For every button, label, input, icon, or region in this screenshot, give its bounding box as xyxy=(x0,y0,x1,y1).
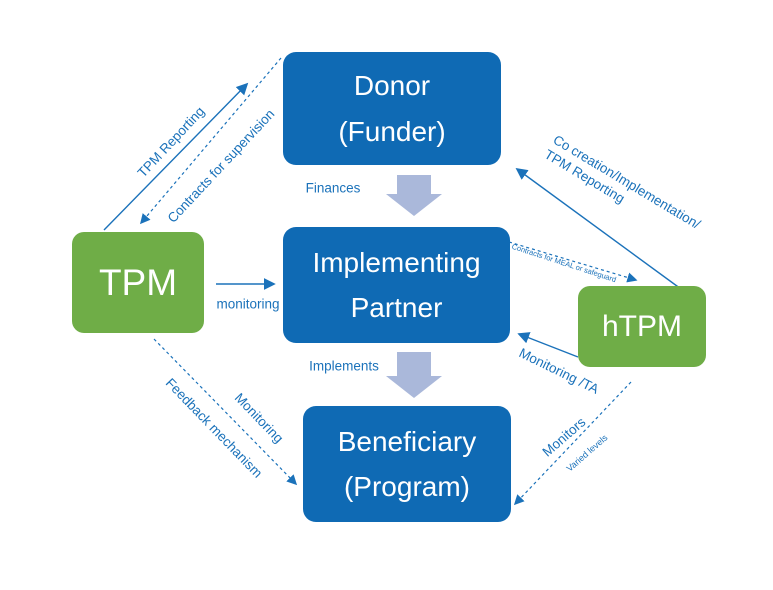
edge-label-monitoring-tpm-to-ip: monitoring xyxy=(216,296,280,312)
node-tpm-label: TPM xyxy=(98,261,178,303)
arrow-htpm-to-donor xyxy=(515,167,682,290)
edge-label-implements: Implements xyxy=(309,358,379,374)
arrow-htpm-to-beneficiary-dashed xyxy=(513,381,632,506)
node-implementing-partner: Implementing Partner xyxy=(283,227,510,343)
node-tpm: TPM xyxy=(72,232,204,333)
node-donor-line1: Donor xyxy=(353,70,431,102)
arrow-tpm-to-donor xyxy=(103,82,249,231)
node-ip-line1: Implementing xyxy=(312,246,481,278)
arrow-donor-to-tpm-dashed xyxy=(140,57,282,225)
edge-label-finances: Finances xyxy=(305,180,361,196)
node-beneficiary-line1: Beneficiary xyxy=(337,425,477,457)
arrow-htpm-to-implementing-partner xyxy=(517,332,579,358)
arrow-tpm-to-beneficiary-dashed xyxy=(153,338,298,486)
arrow-ip-to-htpm-dashed xyxy=(508,241,638,283)
node-htpm: hTPM xyxy=(578,286,706,367)
node-beneficiary-line2: (Program) xyxy=(343,471,470,502)
node-ip-line2: Partner xyxy=(350,292,443,323)
node-beneficiary: Beneficiary (Program) xyxy=(303,406,511,522)
block-arrow-finances xyxy=(386,175,442,216)
node-donor-line2: (Funder) xyxy=(338,115,446,147)
node-htpm-label: hTPM xyxy=(601,309,682,343)
node-donor: Donor (Funder) xyxy=(283,52,501,165)
block-arrow-implements xyxy=(386,352,442,398)
